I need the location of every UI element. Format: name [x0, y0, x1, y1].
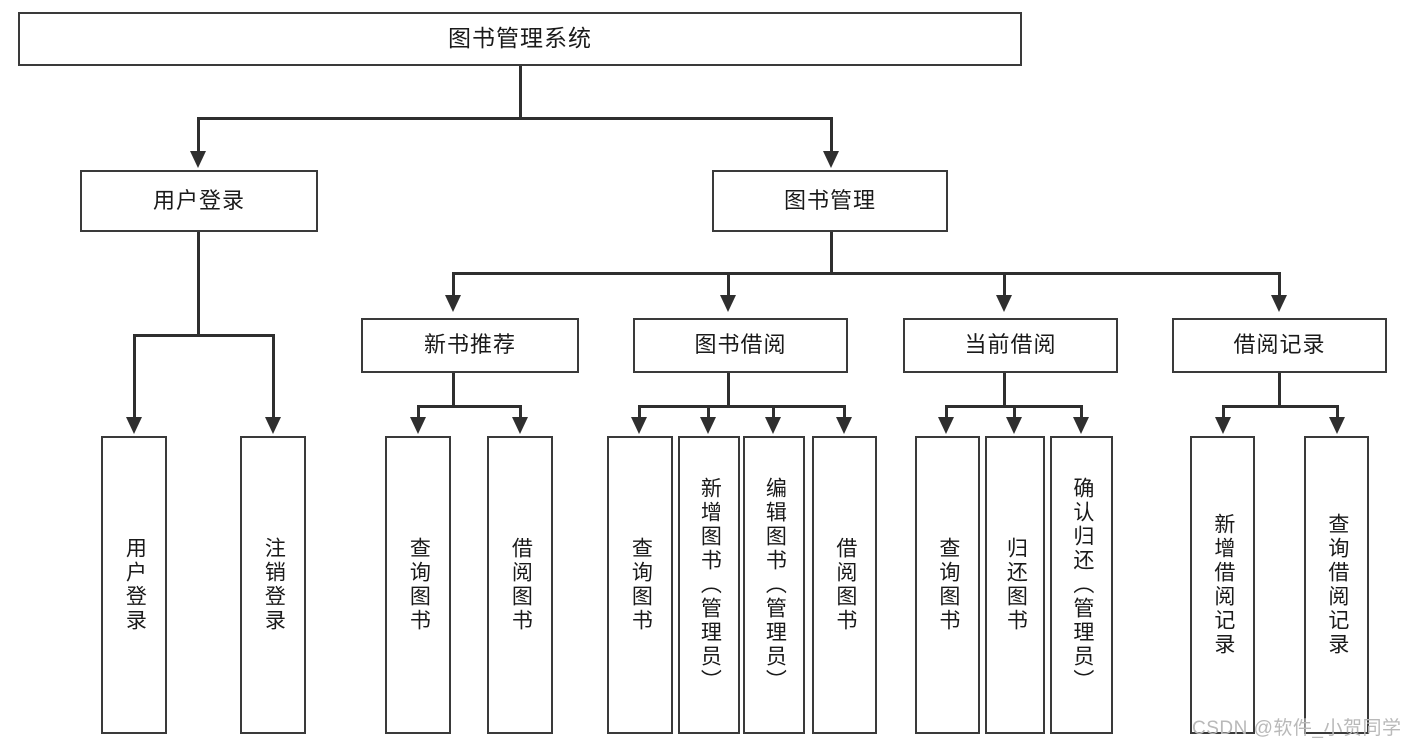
connector-book-management-stem	[830, 232, 833, 272]
connector-drop-borrow-record	[1278, 272, 1281, 297]
connector-drop-user-login	[197, 117, 200, 153]
leaf-bb-edit-book-admin[interactable]: 编辑图书（管理员）	[743, 436, 805, 734]
arrowhead-leaf-cb-return	[1006, 417, 1022, 434]
connector-drop-leaf-cb-query	[945, 405, 948, 419]
node-new-book-recommend[interactable]: 新书推荐	[361, 318, 579, 373]
connector-drop-leaf-nbr-query	[417, 405, 420, 419]
leaf-nbr-query-book[interactable]: 查询图书	[385, 436, 451, 734]
arrowhead-book-borrow	[720, 295, 736, 312]
arrowhead-leaf-bb-edit	[765, 417, 781, 434]
arrowhead-current-borrow	[996, 295, 1012, 312]
arrowhead-leaf-br-add	[1215, 417, 1231, 434]
leaf-br-add-record[interactable]: 新增借阅记录	[1190, 436, 1255, 734]
node-book-borrow[interactable]: 图书借阅	[633, 318, 848, 373]
connector-drop-leaf-cb-return	[1013, 405, 1016, 419]
connector-book-borrow-stem	[727, 373, 730, 405]
leaf-bb-query-book[interactable]: 查询图书	[607, 436, 673, 734]
leaf-bb-borrow-book[interactable]: 借阅图书	[812, 436, 877, 734]
connector-drop-new-book-recommend	[452, 272, 455, 297]
leaf-cb-confirm-return-admin[interactable]: 确认归还（管理员）	[1050, 436, 1113, 734]
connector-root-stem	[519, 66, 522, 117]
arrowhead-user-login	[190, 151, 206, 168]
connector-drop-leaf-cb-confirm	[1080, 405, 1083, 419]
connector-level2-bus	[197, 117, 833, 120]
connector-drop-leaf-bb-edit	[772, 405, 775, 419]
connector-drop-leaf-br-add	[1222, 405, 1225, 419]
connector-level3-bus	[452, 272, 1279, 275]
node-borrow-record[interactable]: 借阅记录	[1172, 318, 1387, 373]
connector-drop-leaf-user-login	[133, 334, 136, 419]
arrowhead-leaf-user-login	[126, 417, 142, 434]
leaf-user-login[interactable]: 用户登录	[101, 436, 167, 734]
arrowhead-leaf-br-query	[1329, 417, 1345, 434]
leaf-nbr-borrow-book[interactable]: 借阅图书	[487, 436, 553, 734]
connector-drop-leaf-nbr-borrow	[519, 405, 522, 419]
connector-drop-leaf-bb-query	[638, 405, 641, 419]
node-root-book-management-system[interactable]: 图书管理系统	[18, 12, 1022, 66]
connector-drop-leaf-logout	[272, 334, 275, 419]
connector-borrow-record-stem	[1278, 373, 1281, 405]
arrowhead-leaf-nbr-borrow	[512, 417, 528, 434]
arrowhead-new-book-recommend	[445, 295, 461, 312]
arrowhead-leaf-bb-query	[631, 417, 647, 434]
connector-drop-current-borrow	[1003, 272, 1006, 297]
node-current-borrow[interactable]: 当前借阅	[903, 318, 1118, 373]
connector-drop-book-borrow	[727, 272, 730, 297]
arrowhead-book-management	[823, 151, 839, 168]
arrowhead-leaf-logout	[265, 417, 281, 434]
connector-drop-book-management	[830, 117, 833, 153]
node-user-login[interactable]: 用户登录	[80, 170, 318, 232]
connector-drop-leaf-br-query	[1336, 405, 1339, 419]
arrowhead-leaf-bb-borrow	[836, 417, 852, 434]
connector-user-login-stem	[197, 232, 200, 334]
leaf-br-query-record[interactable]: 查询借阅记录	[1304, 436, 1369, 734]
node-book-management[interactable]: 图书管理	[712, 170, 948, 232]
leaf-cb-return-book[interactable]: 归还图书	[985, 436, 1045, 734]
arrowhead-leaf-nbr-query	[410, 417, 426, 434]
arrowhead-leaf-cb-confirm	[1073, 417, 1089, 434]
connector-new-book-recommend-stem	[452, 373, 455, 405]
connector-user-login-bus	[133, 334, 275, 337]
arrowhead-borrow-record	[1271, 295, 1287, 312]
connector-current-borrow-stem	[1003, 373, 1006, 405]
connector-book-borrow-bus	[638, 405, 845, 408]
arrowhead-leaf-cb-query	[938, 417, 954, 434]
connector-drop-leaf-bb-add	[707, 405, 710, 419]
connector-new-book-recommend-bus	[417, 405, 522, 408]
arrowhead-leaf-bb-add	[700, 417, 716, 434]
connector-drop-leaf-bb-borrow	[843, 405, 846, 419]
leaf-logout[interactable]: 注销登录	[240, 436, 306, 734]
leaf-cb-query-book[interactable]: 查询图书	[915, 436, 980, 734]
leaf-bb-add-book-admin[interactable]: 新增图书（管理员）	[678, 436, 740, 734]
connector-borrow-record-bus	[1222, 405, 1339, 408]
